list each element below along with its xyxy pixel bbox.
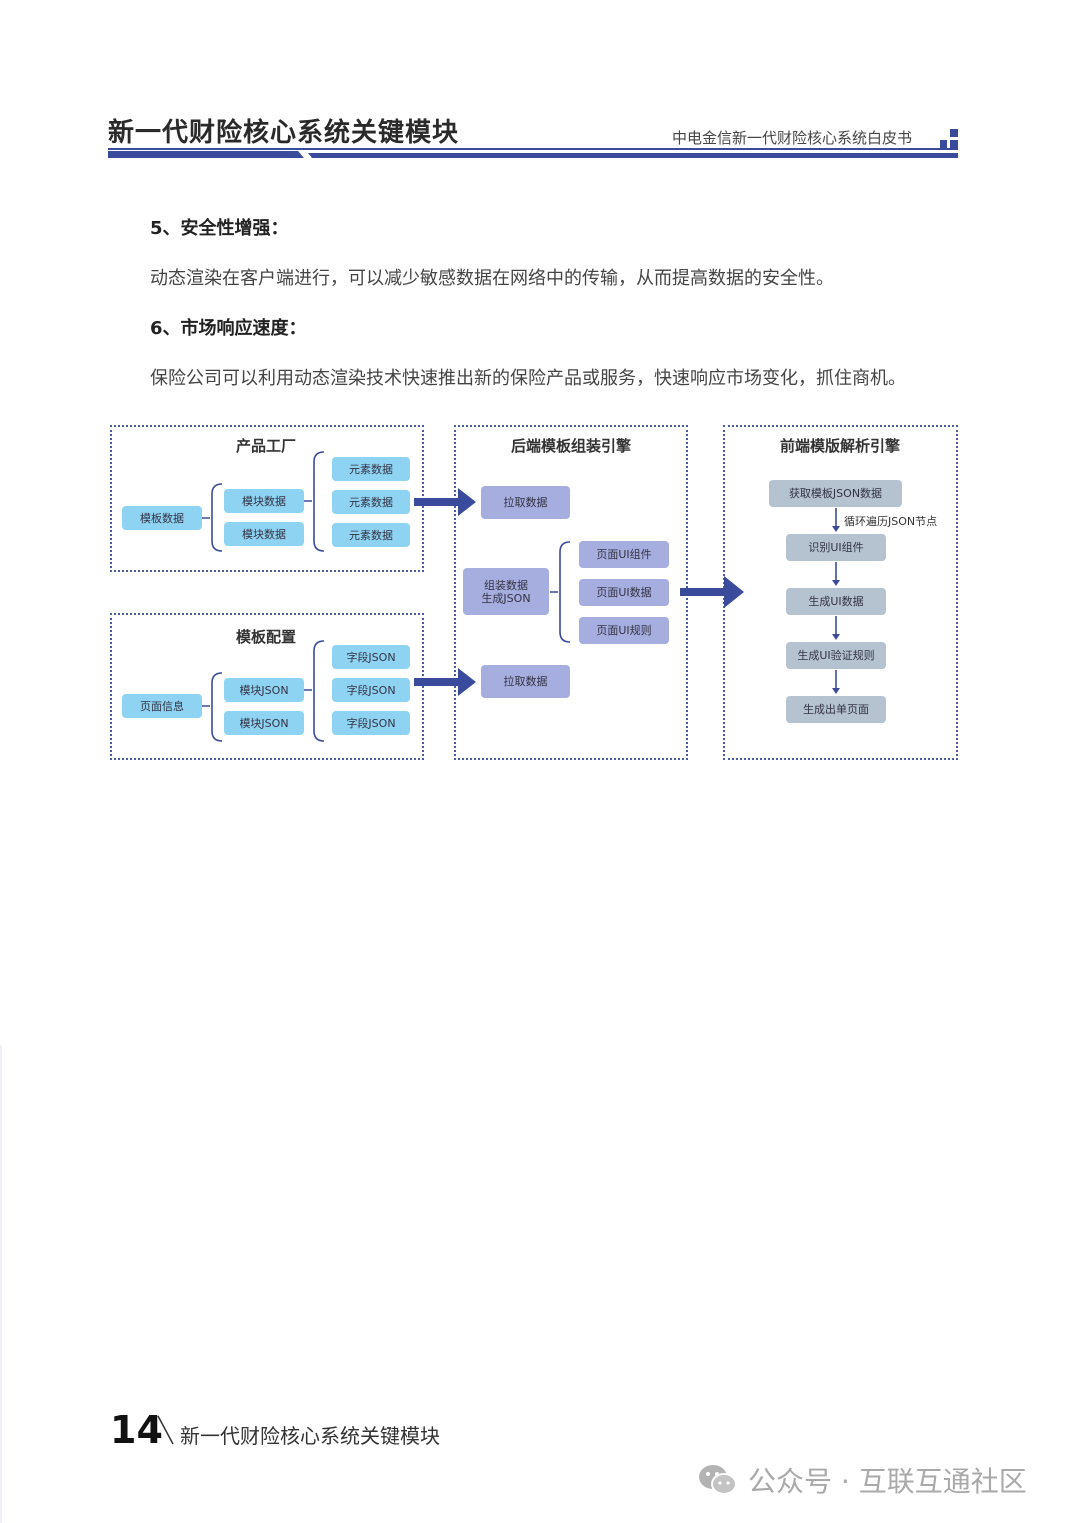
element-data-node: 元素数据 [332, 490, 410, 514]
assemble-json-node: 组装数据 生成JSON [463, 568, 549, 615]
frontend-engine-title: 前端模版解析引擎 [779, 437, 901, 455]
page-edge [0, 1045, 2, 1523]
header-square-icon [940, 140, 947, 148]
footer-page-title: 新一代财险核心系统关键模块 [180, 1424, 440, 1448]
paragraph-market-response: 保险公司可以利用动态渲染技术快速推出新的保险产品或服务，快速响应市场变化，抓住商… [150, 368, 906, 389]
page-number-slash [157, 1415, 174, 1445]
element-data-node: 元素数据 [332, 457, 410, 481]
page-ui-rules-node: 页面UI规则 [579, 617, 669, 644]
header-rule [108, 148, 958, 150]
fetch-data-node: 拉取数据 [481, 486, 570, 519]
watermark-text: 公众号 · 互联互通社区 [748, 1465, 1027, 1498]
heading-market-response: 6、市场响应速度： [150, 318, 307, 339]
header-square-icon [950, 140, 958, 148]
page-ui-component-node: 页面UI组件 [579, 541, 669, 568]
generate-ui-validation-node: 生成UI验证规则 [786, 642, 886, 669]
identify-ui-component-node: 识别UI组件 [786, 534, 886, 561]
backend-engine-title: 后端模板组装引擎 [510, 437, 632, 455]
header-subtitle: 中电金信新一代财险核心系统白皮书 [672, 129, 913, 147]
panel-template-config [110, 613, 424, 760]
paragraph-security: 动态渲染在客户端进行，可以减少敏感数据在网络中的传输，从而提高数据的安全性。 [150, 268, 834, 289]
field-json-node: 字段JSON [332, 678, 410, 702]
wechat-icon [699, 1465, 737, 1495]
field-json-node: 字段JSON [332, 645, 410, 669]
element-data-node: 元素数据 [332, 523, 410, 547]
generate-ui-data-node: 生成UI数据 [786, 588, 886, 615]
assemble-line-1: 组装数据 [484, 578, 528, 592]
header-band [108, 151, 958, 158]
header-square-icon [950, 129, 958, 137]
template-config-title: 模板配置 [235, 628, 297, 646]
heading-security: 5、安全性增强： [150, 218, 289, 239]
header-title: 新一代财险核心系统关键模块 [108, 118, 460, 148]
module-data-node: 模块数据 [224, 489, 304, 513]
get-template-json-node: 获取模板JSON数据 [769, 480, 902, 507]
loop-label: 循环遍历JSON节点 [844, 515, 938, 528]
page-number: 14 [110, 1408, 163, 1452]
page-ui-data-node: 页面UI数据 [579, 579, 669, 606]
product-factory-title: 产品工厂 [235, 437, 297, 455]
generate-order-page-node: 生成出单页面 [786, 696, 886, 723]
fetch-data-node: 拉取数据 [481, 665, 570, 698]
diagram-connectors [202, 451, 840, 742]
module-json-node: 模块JSON [224, 678, 304, 702]
module-data-node: 模块数据 [224, 522, 304, 546]
field-json-node: 字段JSON [332, 711, 410, 735]
page-info-node: 页面信息 [122, 694, 202, 718]
template-data-node: 模板数据 [122, 506, 202, 530]
assemble-line-2: 生成JSON [481, 591, 531, 605]
module-json-node: 模块JSON [224, 711, 304, 735]
